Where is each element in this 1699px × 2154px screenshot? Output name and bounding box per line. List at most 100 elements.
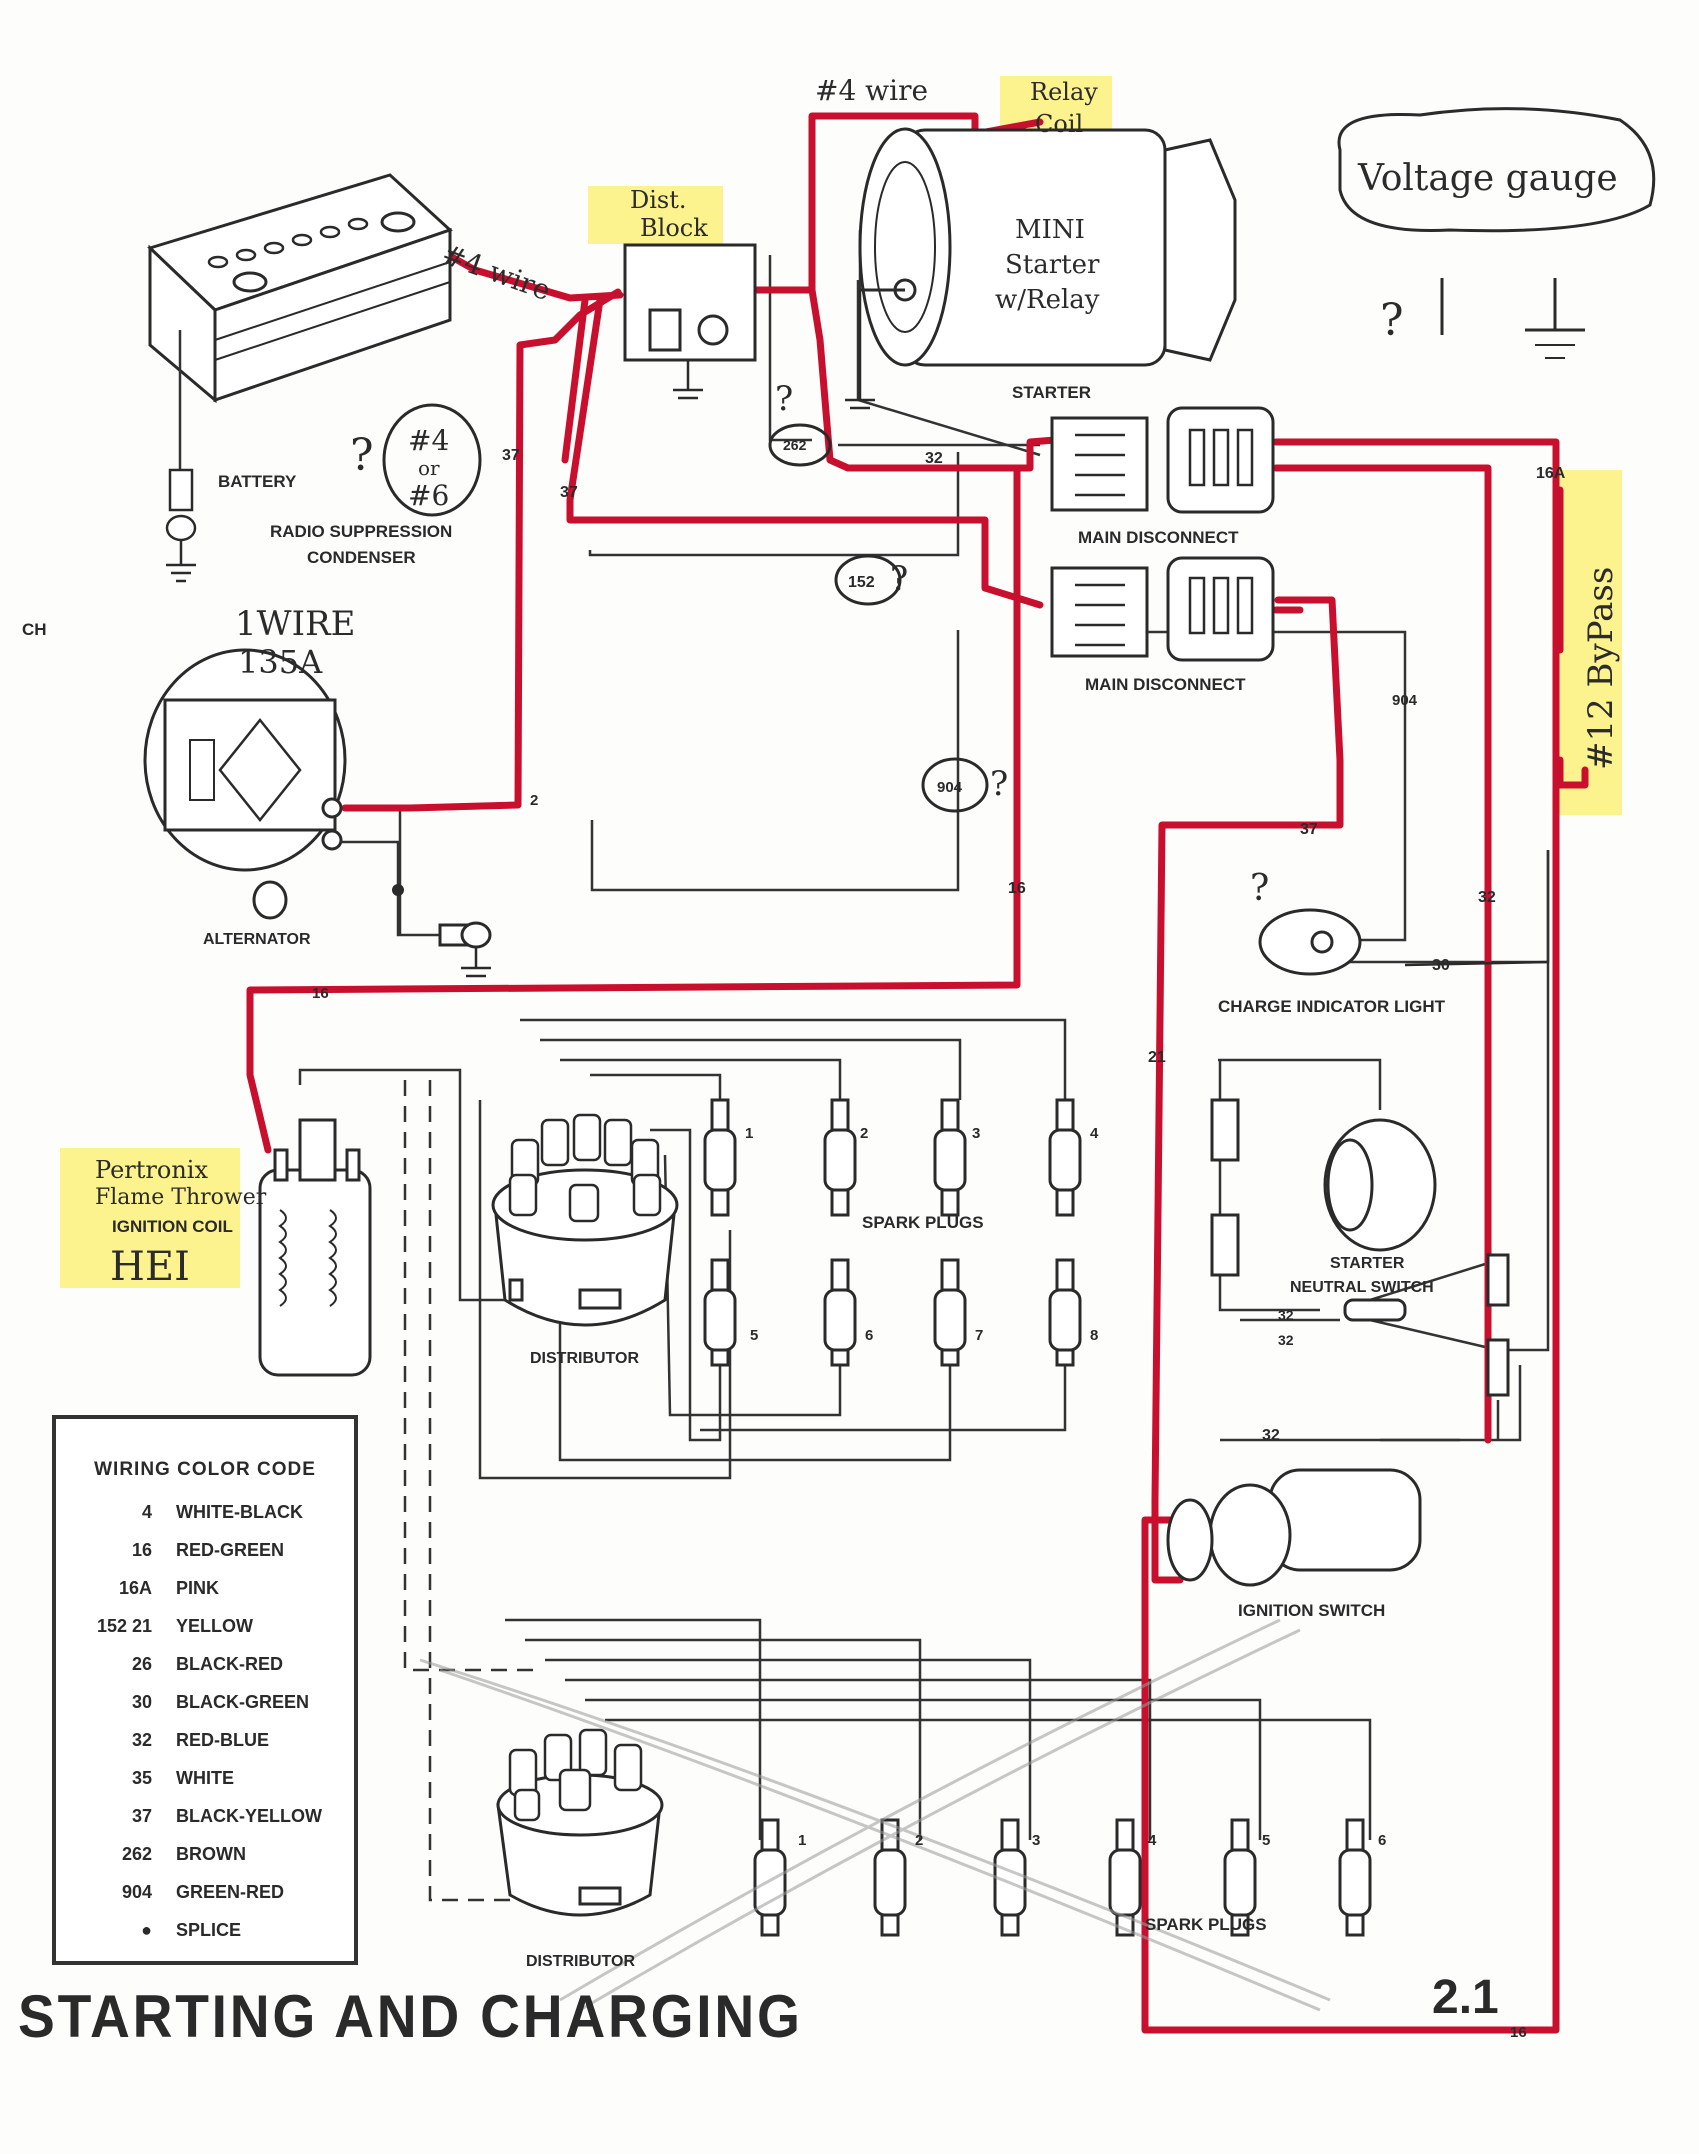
note-pertronix: Pertronix — [95, 1156, 208, 1184]
wire-904-b: 904 — [937, 779, 963, 796]
wire-number-labels: 37 37 37 262 32 32 32 32 32 16A 152 904 … — [312, 437, 1566, 2041]
alternator-label: ALTERNATOR — [203, 931, 311, 948]
legend-row: ●SPLICE — [56, 1911, 354, 1949]
legend-color: WHITE-BLACK — [176, 1501, 303, 1522]
ignition-coil-label: IGNITION COIL — [112, 1217, 233, 1236]
plug-num-5: 5 — [750, 1327, 758, 1344]
spark-plug-8 — [1048, 1258, 1082, 1367]
distributor-top — [491, 1113, 679, 1327]
spark-plug-b6 — [1338, 1818, 1372, 1937]
plug-num-6: 6 — [865, 1327, 873, 1344]
note-dist: Dist. — [630, 186, 687, 214]
distribution-block — [623, 243, 757, 400]
plug-num-7: 7 — [975, 1327, 983, 1344]
edge-ch-label: CH — [22, 620, 47, 639]
legend-code: 262 — [121, 1843, 152, 1864]
wire-21: 21 — [1148, 1049, 1166, 1066]
wire-262: 262 — [783, 437, 807, 453]
note-question-charge: ? — [1250, 868, 1269, 909]
legend-code: 16 — [131, 1539, 152, 1560]
ignition-coil — [258, 1118, 372, 1377]
note-gauge-6: #6 — [408, 479, 449, 512]
legend-code: 904 — [121, 1881, 152, 1902]
note-question-262: ? — [775, 379, 793, 419]
wire-904-a: 904 — [1392, 692, 1418, 709]
plug-number-labels: 1 2 3 4 5 6 7 8 1 2 3 4 5 6 — [745, 1125, 1386, 1849]
legend-color: BLACK-RED — [176, 1653, 283, 1674]
wire-37-c: 37 — [1300, 821, 1318, 838]
highlight-bypass — [1558, 470, 1622, 815]
starter-neutral-label-1: STARTER — [1330, 1255, 1405, 1272]
spark-plugs-bottom-label: SPARK PLUGS — [1145, 1915, 1267, 1934]
legend-color: BLACK-YELLOW — [176, 1805, 322, 1826]
spark-plugs-top-label: SPARK PLUGS — [862, 1213, 984, 1232]
wire-32-e: 32 — [1262, 1427, 1280, 1444]
main-disconnect-bottom — [1050, 556, 1275, 662]
legend-color: BLACK-GREEN — [176, 1691, 309, 1712]
red-wires — [246, 112, 1589, 2034]
note-gauge-or: or — [418, 456, 440, 480]
spark-plug-2 — [823, 1098, 857, 1217]
wire-32-a: 32 — [925, 450, 943, 467]
wire-16-d: 16 — [1510, 2024, 1527, 2041]
note-voltage-gauge: Voltage gauge — [1357, 158, 1618, 199]
legend-color: RED-BLUE — [176, 1729, 269, 1750]
plug-num-4: 4 — [1090, 1125, 1099, 1142]
spark-plugs-top — [703, 1098, 1082, 1367]
note-relay: Relay — [1030, 78, 1098, 106]
plug-b-num-2: 2 — [915, 1832, 923, 1849]
note-4-wire-top: #4 wire — [815, 74, 928, 107]
distributor-bottom-label: DISTRIBUTOR — [526, 1953, 635, 1970]
battery — [147, 173, 453, 583]
legend-title: WIRING COLOR CODE — [94, 1459, 316, 1480]
charge-indicator-label: CHARGE INDICATOR LIGHT — [1218, 997, 1446, 1016]
distributor-top-label: DISTRIBUTOR — [530, 1350, 639, 1367]
highlight-ignition-coil — [60, 1148, 240, 1288]
wire-32-b: 32 — [1478, 889, 1496, 906]
note-coil: Coil — [1035, 110, 1083, 138]
legend-row: 35 WHITE — [56, 1759, 354, 1797]
radio-condenser-label-1: RADIO SUPPRESSION — [270, 522, 452, 541]
spark-plug-6 — [823, 1258, 857, 1367]
legend-code: 35 — [131, 1767, 152, 1788]
wire-16a: 16A — [1536, 465, 1566, 482]
legend-color: PINK — [176, 1577, 220, 1598]
starter-label: STARTER — [1012, 383, 1091, 402]
black-wires — [298, 230, 1550, 1902]
note-135a: 135A — [238, 643, 323, 681]
legend-code: 37 — [131, 1805, 152, 1826]
note-gauge-4: #4 — [408, 424, 449, 457]
plug-num-2: 2 — [860, 1125, 868, 1142]
legend-code: 26 — [131, 1653, 152, 1674]
wire-37-a: 37 — [502, 447, 520, 464]
spark-plug-b5 — [1223, 1818, 1257, 1937]
note-question-condenser: ? — [350, 430, 374, 481]
legend-color: WHITE — [176, 1767, 234, 1788]
legend-code: 152 21 — [96, 1615, 152, 1636]
plug-b-num-4: 4 — [1148, 1832, 1157, 1849]
voltage-gauge-sketch — [1337, 107, 1656, 359]
spark-plug-7 — [933, 1258, 967, 1367]
spark-plug-4 — [1048, 1098, 1082, 1217]
legend-color: GREEN-RED — [176, 1881, 285, 1902]
wire-16-c: 16 — [312, 985, 329, 1002]
legend-row: 37 BLACK-YELLOW — [56, 1797, 354, 1835]
radio-condenser-label-2: CONDENSER — [307, 548, 416, 567]
note-w-relay: w/Relay — [995, 285, 1100, 315]
distributor-bottom — [496, 1728, 664, 1917]
main-disconnect-top-label: MAIN DISCONNECT — [1078, 528, 1239, 547]
wire-16-b: 16 — [1008, 880, 1026, 897]
wire-32-c: 32 — [1278, 1307, 1294, 1323]
legend-color: SPLICE — [176, 1919, 242, 1940]
note-flame-thrower: Flame Thrower — [95, 1185, 267, 1210]
note-question-152: ? — [890, 559, 908, 599]
note-4-wire-battery: #4 wire — [438, 238, 556, 308]
